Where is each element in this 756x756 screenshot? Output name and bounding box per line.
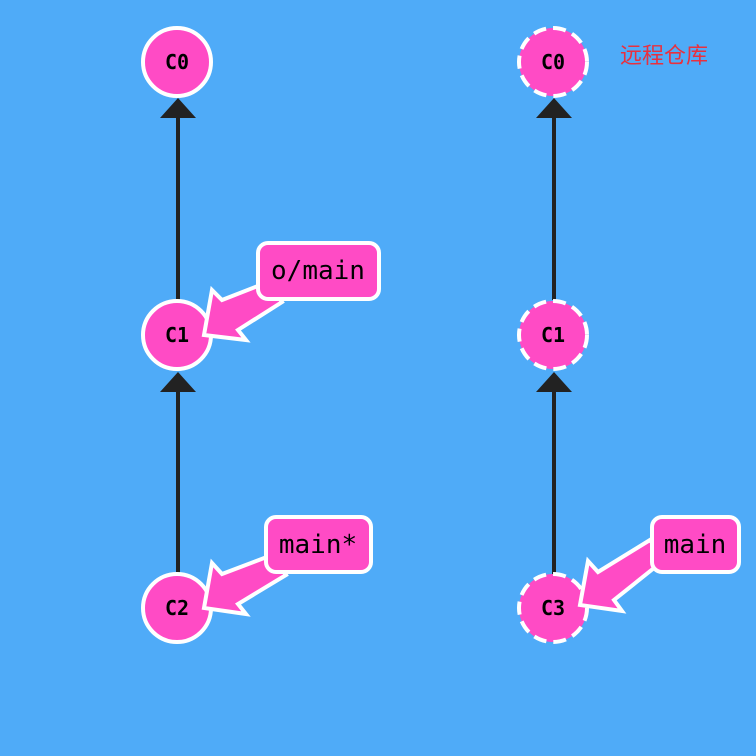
commit-label: C2 (165, 596, 189, 620)
commit-label: C3 (541, 596, 565, 620)
edge-c1-c0-remote (536, 98, 572, 300)
arrowhead-icon (536, 98, 572, 118)
commit-c0-local[interactable]: C0 (141, 26, 213, 98)
commit-label: C0 (541, 50, 565, 74)
branch-o-main[interactable]: o/main (201, 241, 381, 343)
branch-label: o/main (271, 256, 365, 286)
arrowhead-icon (160, 372, 196, 392)
commit-c3-remote[interactable]: C3 (517, 572, 589, 644)
edge-c3-c1-remote (536, 372, 572, 574)
arrowhead-icon (536, 372, 572, 392)
branch-label: main (664, 530, 727, 560)
branch-pointer-arrow-icon (201, 552, 289, 617)
branch-main-remote[interactable]: main (577, 515, 741, 614)
branch-label: main* (279, 530, 357, 560)
commit-label: C1 (165, 323, 189, 347)
commit-c1-local[interactable]: C1 (141, 299, 213, 371)
arrowhead-icon (160, 98, 196, 118)
local-repo: C0 C1 C2 o/main main* (141, 26, 381, 644)
remote-repo: 远程仓库 C0 C1 C3 main (517, 26, 741, 644)
edge-c1-c0 (160, 98, 196, 300)
commit-label: C1 (541, 323, 565, 347)
commit-c1-remote[interactable]: C1 (517, 299, 589, 371)
edge-c2-c1 (160, 372, 196, 574)
remote-repo-caption: 远程仓库 (620, 44, 708, 69)
commit-c0-remote[interactable]: C0 (517, 26, 589, 98)
branch-main-current[interactable]: main* (201, 515, 373, 617)
commit-c2-local[interactable]: C2 (141, 572, 213, 644)
commit-label: C0 (165, 50, 189, 74)
